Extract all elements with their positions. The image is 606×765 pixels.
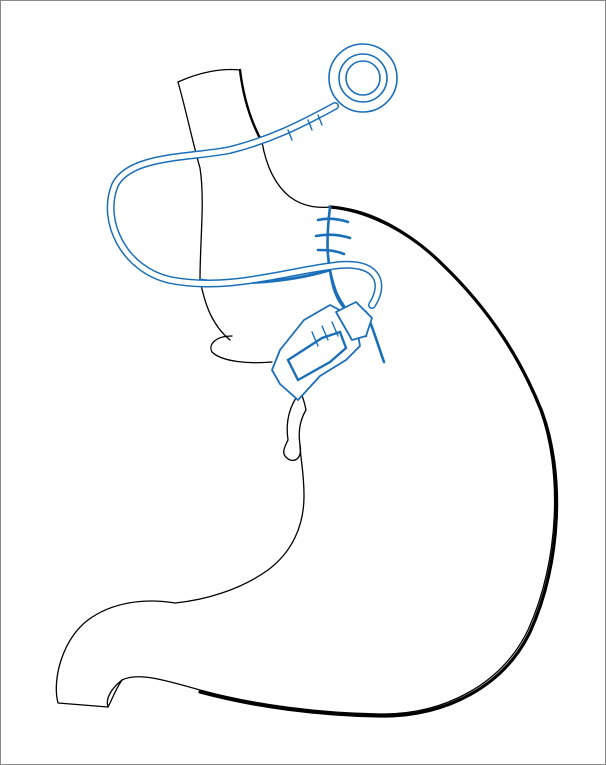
suture-stitch-2 (316, 235, 350, 238)
suture-stitch-1 (318, 219, 348, 222)
esophagus-right-edge (240, 70, 262, 142)
tubing-inner (111, 106, 379, 305)
tubing (111, 106, 379, 305)
pouch-bulge (211, 336, 272, 363)
port-septum (346, 61, 380, 95)
stomach-outline (56, 142, 554, 714)
esophagus-left-edge (178, 82, 230, 340)
esophagus (178, 70, 272, 363)
access-port (329, 44, 397, 112)
esophagus-top (178, 70, 240, 83)
lesser-curvature (284, 392, 301, 460)
stomach (56, 142, 556, 716)
suture-stitch-3 (318, 250, 344, 254)
band-buckle (272, 302, 372, 400)
